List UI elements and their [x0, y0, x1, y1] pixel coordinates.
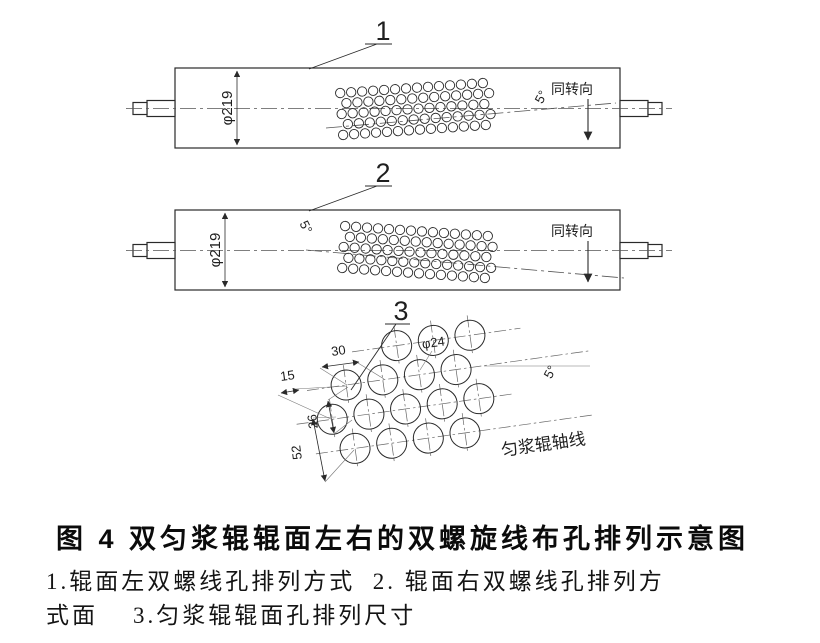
dim-24-leader [419, 350, 433, 371]
detail-holes [316, 319, 495, 464]
roller-2-helix-angle-label: 5° [297, 218, 316, 236]
extension-lines [277, 350, 590, 483]
dim-52-line [311, 418, 327, 482]
callout-2-label: 2 [375, 158, 390, 188]
roller-2-face [174, 209, 621, 291]
callout-1-leader [308, 43, 378, 70]
roller-1-body [132, 67, 663, 149]
roller-1-face [174, 67, 621, 149]
figure-note-line1: 1.辊面左双螺线孔排列方式 2. 辊面右双螺线孔排列方 [46, 569, 665, 594]
diagram-labels: 1 2 3 φ219 φ219 同转向 同转向 5° 5° 15 30 φ24 … [207, 16, 593, 461]
callout-leaders [308, 43, 410, 391]
roller-1-holes [335, 77, 496, 141]
figure-note-line2: 式面 3.匀浆辊辊面孔排列尺寸 [46, 603, 417, 628]
detail-angle-label: 5° [540, 363, 559, 381]
roller-2-rotation-label: 同转向 [551, 223, 593, 239]
dim-30-label: 30 [330, 342, 346, 359]
roller-1-diameter-label: φ219 [219, 91, 236, 126]
roller-1-rotation-label: 同转向 [551, 81, 593, 97]
roller-2-centerlines [126, 249, 672, 279]
roller-2-diameter-label: φ219 [207, 233, 224, 268]
axis-line-label: 匀浆辊轴线 [500, 429, 587, 460]
figure-caption: 图 4 双匀浆辊辊面左右的双螺旋线布孔排列示意图 [56, 524, 750, 554]
callout-2-leader [308, 185, 378, 212]
technical-diagram: 1 2 3 φ219 φ219 同转向 同转向 5° 5° 15 30 φ24 … [126, 16, 672, 483]
dim-24-label: φ24 [421, 334, 446, 352]
dim-15-label: 15 [279, 367, 295, 384]
dim-15-line [280, 387, 300, 396]
callout-3-leader [350, 323, 397, 391]
roller-1-helix-angle-label: 5° [531, 88, 550, 106]
callout-3-label: 3 [393, 296, 408, 326]
dim-30-line [321, 359, 360, 370]
dim-26-label: 26 [304, 413, 321, 429]
callout-1-label: 1 [375, 16, 390, 46]
roller-2-holes [337, 220, 498, 284]
dim-52-label: 52 [288, 444, 305, 460]
